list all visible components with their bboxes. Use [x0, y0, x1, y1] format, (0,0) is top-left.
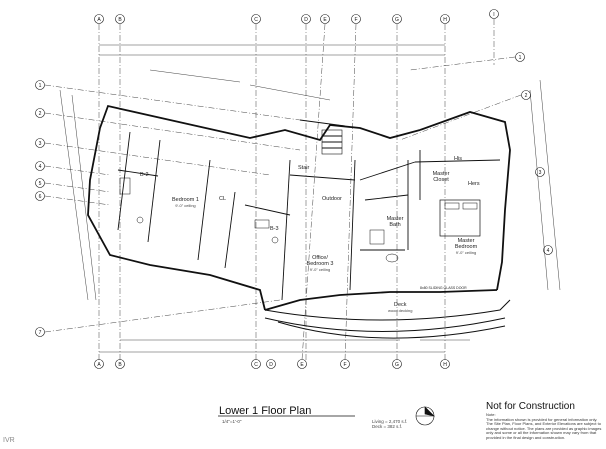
grid-label-right-2: 2: [525, 93, 528, 99]
room-stair: Stair: [298, 165, 310, 171]
grid-label-right-4: 4: [547, 248, 550, 254]
plan-scale: 1/4"=1'-0": [222, 419, 242, 424]
not-for-construction: Not for Construction: [486, 401, 575, 412]
room-b2: B-2: [140, 172, 149, 178]
room-hers: Hers: [468, 181, 480, 187]
grid-label-h: H: [443, 17, 447, 23]
dimension-lines: [59, 44, 561, 353]
grid-marker-right-3: [535, 167, 545, 177]
bottom-grid-markers: [94, 359, 450, 369]
grid-label-a: A: [97, 17, 101, 23]
grid-marker-2: [35, 108, 301, 151]
grid-label-f: F: [354, 17, 357, 23]
room-bedroom-1: Bedroom 1 9'-0" ceiling: [172, 197, 199, 208]
top-grid-markers: [94, 9, 499, 361]
room-master-bath: Master Bath: [386, 216, 404, 228]
grid-label-bottom-h: H: [443, 362, 447, 368]
fixtures: [119, 177, 481, 263]
grid-label-d: D: [304, 17, 308, 23]
room-his: His: [454, 156, 462, 162]
grid-label-right-3: 3: [539, 170, 542, 176]
grid-marker-right-2: [399, 90, 531, 141]
grid-label-i: I: [493, 12, 494, 18]
grid-marker-d: [301, 14, 311, 360]
grid-marker-4: [35, 161, 111, 176]
grid-marker-f: [344, 14, 361, 361]
left-grid-markers: [35, 80, 301, 337]
grid-label-bottom-c: C: [254, 362, 258, 368]
area-summary: Living = 2,470 s.f. Deck = 382 s.f.: [372, 419, 407, 429]
room-outdoor: Outdoor: [322, 196, 342, 202]
grid-marker-e: [301, 14, 330, 361]
grid-label-g: G: [395, 17, 399, 23]
grid-marker-5: [35, 178, 111, 193]
disclaimer-notes: Note: The information shown is provided …: [486, 412, 602, 441]
grid-label-right-1: 1: [519, 55, 522, 61]
deck-outline: [264, 299, 511, 339]
room-office: Office/ Bedroom 3 9'-0" ceiling: [306, 255, 334, 272]
area-living: Living = 2,470 s.f.: [372, 419, 408, 424]
grid-marker-right-1: [409, 52, 525, 71]
grid-marker-g: [392, 14, 402, 360]
area-deck: Deck = 382 s.f.: [372, 424, 403, 429]
grid-label-c: C: [254, 17, 258, 23]
right-grid-markers: [399, 52, 553, 255]
notes-body: The information shown is provided for ge…: [486, 416, 602, 440]
grid-marker-c: [251, 14, 261, 360]
grid-label-bottom-a: A: [97, 362, 101, 368]
grid-marker-a: [94, 14, 104, 360]
grid-label-4: 4: [39, 164, 42, 170]
north-arrow-icon: [415, 406, 435, 426]
watermark: IVR: [3, 437, 15, 444]
grid-label-bottom-d: D: [269, 362, 273, 368]
room-closet: CL: [219, 196, 227, 202]
grid-label-2: 2: [39, 111, 42, 117]
interior-walls: [117, 119, 501, 301]
grid-label-bottom-f: F: [343, 362, 346, 368]
sliding-door-label: 8x80 SLIDING GLASS DOOR: [420, 286, 467, 290]
grid-label-b: B: [118, 17, 122, 23]
grid-marker-right-4: [543, 245, 553, 255]
room-master-closet: Master Closet: [432, 171, 450, 183]
grid-marker-6: [35, 191, 111, 206]
exterior-walls: [87, 104, 511, 311]
grid-label-e: E: [323, 17, 327, 23]
grid-label-bottom-g: G: [395, 362, 399, 368]
grid-marker-i: [489, 9, 499, 65]
room-deck: Deck wood decking: [388, 302, 413, 313]
room-master-bedroom: Master Bedroom 9'-0" ceiling: [454, 238, 478, 255]
grid-marker-h: [440, 14, 450, 360]
grid-label-bottom-e: E: [300, 362, 304, 368]
grid-label-3: 3: [39, 141, 42, 147]
grid-label-bottom-b: B: [118, 362, 122, 368]
grid-label-6: 6: [39, 194, 42, 200]
grid-label-7: 7: [39, 330, 42, 336]
grid-label-5: 5: [39, 181, 42, 187]
room-b3: B-3: [270, 226, 279, 232]
notes-heading: Note:: [486, 412, 496, 417]
grid-marker-7: [35, 299, 281, 337]
grid-marker-1: [35, 80, 301, 121]
grid-label-1: 1: [39, 83, 42, 89]
plan-title: Lower 1 Floor Plan: [219, 405, 312, 417]
